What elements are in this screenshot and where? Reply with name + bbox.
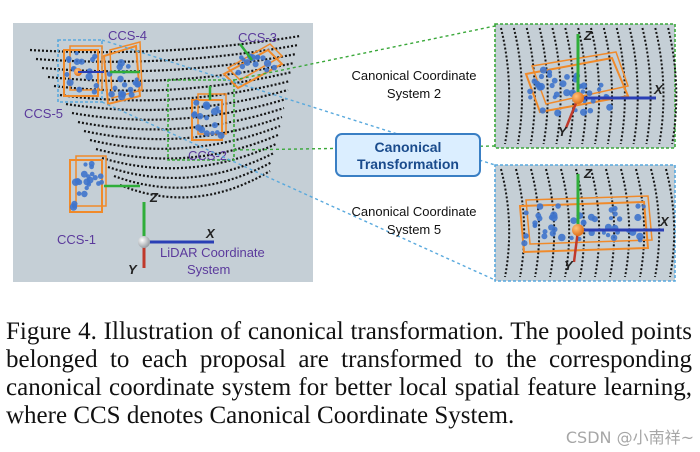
lidar-axes: Z X Y — [128, 190, 216, 277]
lidar-axis-y: Y — [128, 262, 138, 277]
proposal-box-ccs5 — [63, 45, 104, 97]
ccs2-axis-x: X — [653, 82, 664, 97]
label-ccs2: CCS-2 — [188, 148, 227, 163]
proposal-box-ccs4 — [102, 41, 143, 106]
canonical-transformation-box: Canonical Transformation — [335, 133, 481, 177]
lidar-origin-icon — [138, 236, 150, 248]
ccs2-axis-y: Y — [558, 124, 568, 139]
figure-illustration: CCS-1 CCS-2 CCS-3 CCS-4 CCS-5 Z X Y LiDA… — [13, 23, 678, 282]
label-ccs5: CCS-5 — [24, 106, 63, 121]
lidar-label-line1: LiDAR Coordinate — [160, 245, 265, 260]
zoom-panel-ccs2: Z X Y — [494, 23, 678, 149]
label-ccs4: CCS-4 — [108, 28, 147, 43]
label-ccs3: CCS-3 — [238, 30, 277, 45]
label-ccs1: CCS-1 — [57, 232, 96, 247]
canonical-box-line2: Transformation — [357, 156, 459, 172]
figure-caption: Figure 4. Illustration of canonical tran… — [6, 318, 692, 429]
ccs2-region — [167, 79, 235, 161]
ccs2-axis-z: Z — [583, 28, 593, 43]
ccs5-caption-line2: System 5 — [387, 222, 441, 237]
ccs5-axis-z: Z — [583, 166, 593, 181]
lidar-axis-x: X — [205, 226, 216, 241]
proposal-box-ccs3 — [222, 43, 284, 90]
ccs5-axis-x: X — [659, 214, 670, 229]
proposal-box-ccs2 — [191, 86, 227, 141]
lidar-axis-z: Z — [149, 190, 159, 205]
ccs5-caption-line1: Canonical Coordinate — [351, 204, 476, 219]
lidar-scene: CCS-1 CCS-2 CCS-3 CCS-4 CCS-5 Z X Y LiDA… — [13, 23, 313, 282]
canonical-box-line1: Canonical — [375, 139, 442, 155]
watermark: CSDN @小南祥~ — [565, 428, 694, 447]
zoom-panel-ccs5: Z X Y — [494, 164, 676, 282]
ccs2-caption-line2: System 2 — [387, 86, 441, 101]
ccs2-caption-line1: Canonical Coordinate — [351, 68, 476, 83]
ccs5-axis-y: Y — [564, 258, 574, 273]
lidar-label-line2: System — [187, 262, 230, 277]
proposal-box-ccs1 — [69, 155, 140, 213]
